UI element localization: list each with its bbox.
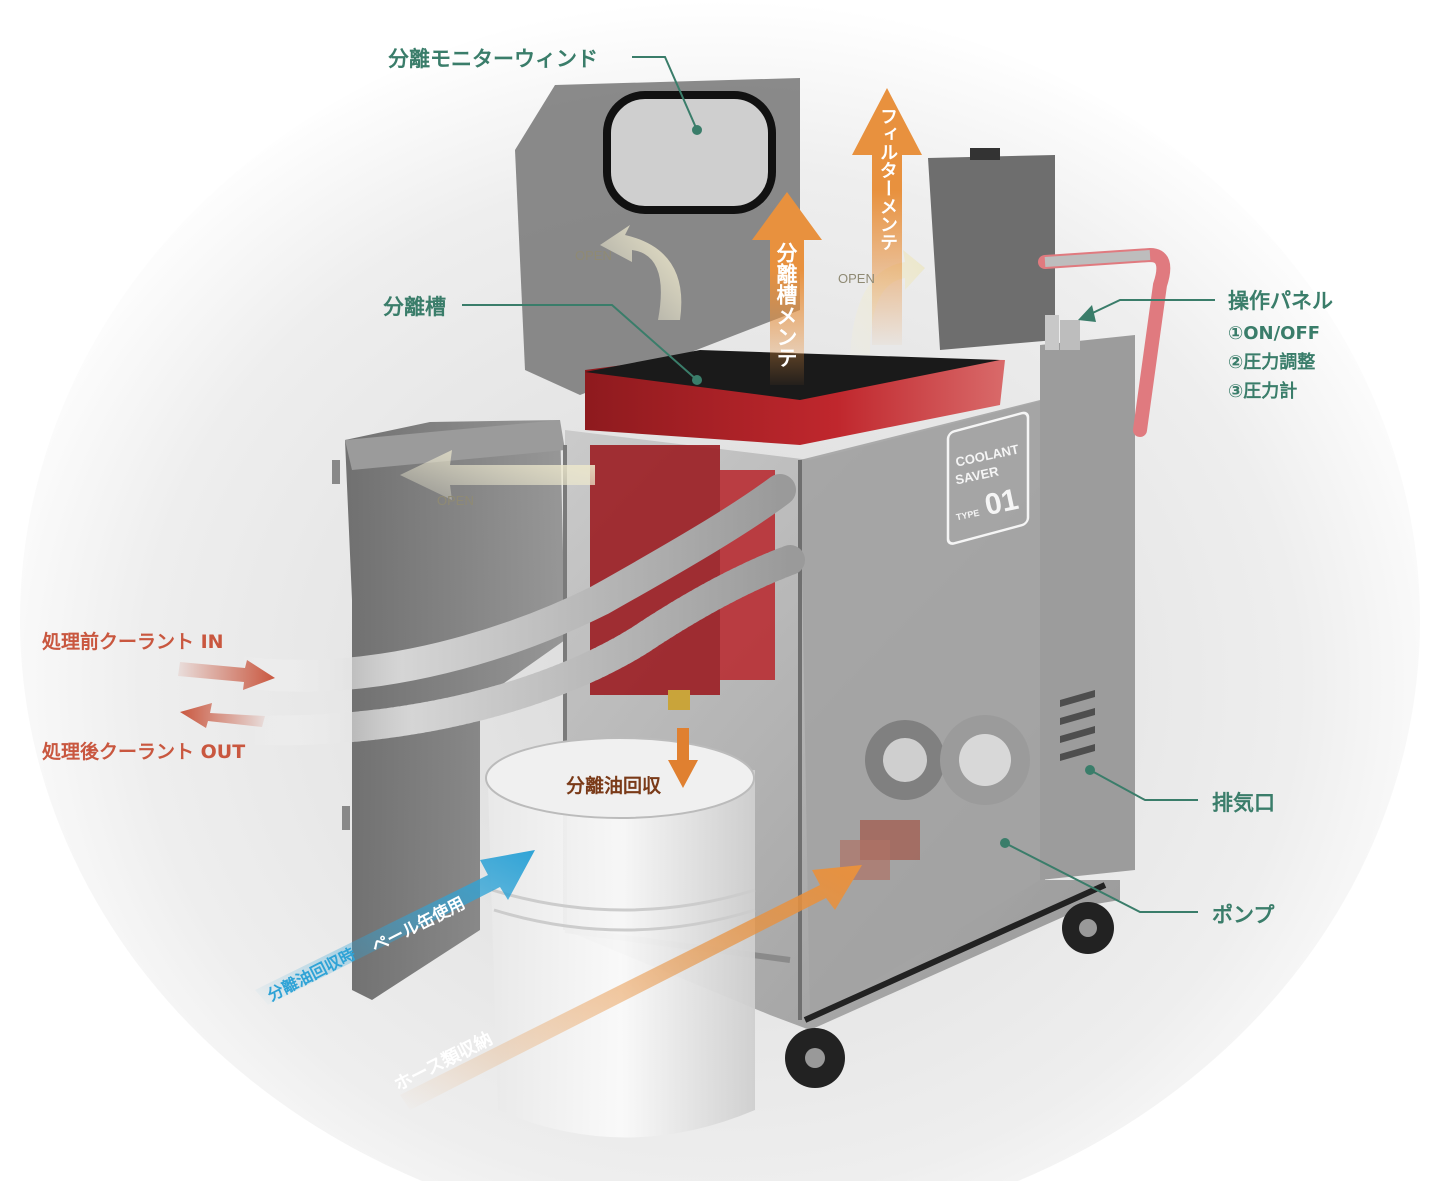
- label-exhaust: 排気口: [1212, 787, 1275, 817]
- operation-panel-callout: 操作パネル ①ON/OFF ②圧力調整 ③圧力計: [1228, 285, 1333, 406]
- label-open-filter: OPEN: [838, 271, 875, 286]
- label-coolant-in: 処理前クーラント IN: [42, 627, 224, 654]
- handle-bar: [1045, 255, 1150, 262]
- panel-item-pressure-adjust: ②圧力調整: [1228, 348, 1333, 377]
- label-open-door: OPEN: [437, 493, 474, 508]
- label-pump: ポンプ: [1212, 899, 1274, 929]
- label-coolant-out: 処理後クーラント OUT: [42, 737, 245, 764]
- panel-item-pressure-gauge: ③圧力計: [1228, 377, 1333, 406]
- label-separation-tank: 分離槽: [383, 291, 446, 321]
- drain-valve: [668, 690, 690, 710]
- label-oil-recovery: 分離油回収: [566, 771, 661, 798]
- label-tank-maintenance: 分離槽メンテ: [771, 242, 801, 368]
- badge-number: 01: [982, 483, 1022, 523]
- label-operation-panel: 操作パネル: [1228, 285, 1333, 315]
- panel-item-on-off: ①ON/OFF: [1228, 319, 1333, 348]
- label-filter-maintenance: フィルターメンテ: [874, 107, 900, 251]
- label-open-lid: OPEN: [575, 248, 612, 263]
- label-monitor-window: 分離モニターウィンド: [388, 43, 598, 73]
